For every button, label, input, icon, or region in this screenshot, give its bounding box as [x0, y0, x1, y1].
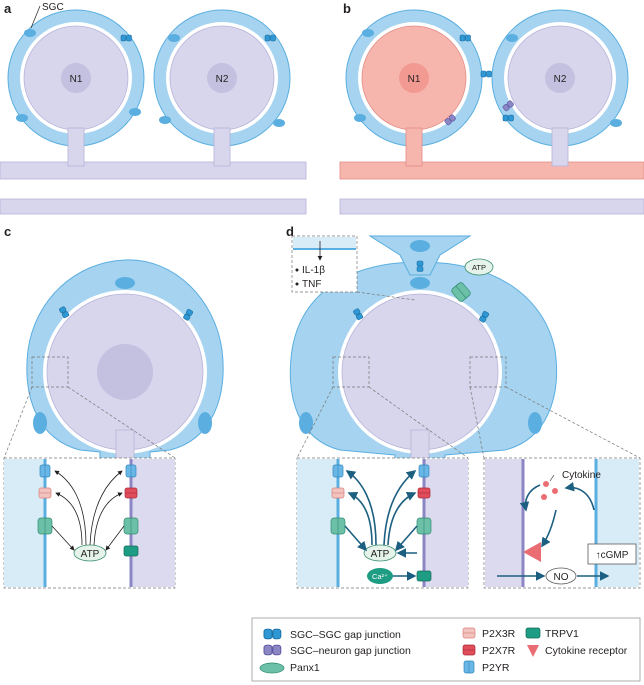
cytokine-label: Cytokine — [562, 470, 601, 481]
axon-band-bottom — [0, 198, 307, 215]
c-atp-label: ATP — [81, 549, 100, 560]
legend-item-p2x7r: P2X7R — [462, 644, 516, 657]
legend: SGC–SGC gap junction SGC–neuron gap junc… — [251, 617, 641, 682]
axon-band-top — [0, 161, 307, 180]
n2-label: N2 — [216, 74, 229, 85]
d-atp-label: ATP — [371, 549, 390, 560]
legend-item-panx1: Panx1 — [259, 662, 320, 674]
legend-item-p2x3r: P2X3R — [462, 627, 516, 640]
legend-item-sgc-sgc-gap-junction: SGC–SGC gap junction — [263, 628, 401, 641]
cytokine-inset: IL-1β TNF — [291, 235, 358, 293]
svg-text:Cytokine receptor: Cytokine receptor — [545, 645, 628, 657]
panel-d-inset-2: Cytokine NO ↑cGMP — [483, 457, 641, 589]
panel-a-label: a — [4, 1, 12, 16]
svg-text:TRPV1: TRPV1 — [545, 628, 579, 640]
panel-b-label: b — [343, 1, 351, 16]
d-atp-release-label: ATP — [472, 263, 486, 272]
b-n2-label: N2 — [554, 74, 567, 85]
nucleus — [61, 63, 91, 93]
legend-item-trpv1: TRPV1 — [525, 627, 579, 640]
neuron-2b: N2 — [491, 9, 629, 167]
panel-b: b N1 N2 — [339, 1, 644, 215]
svg-text:Panx1: Panx1 — [290, 662, 320, 674]
n1-label: N1 — [70, 74, 83, 85]
active-neuron-1: N1 — [345, 9, 483, 167]
inset-item-1: IL-1β — [302, 265, 325, 276]
svg-text:P2X7R: P2X7R — [482, 645, 516, 657]
svg-text:SGC–SGC gap junction: SGC–SGC gap junction — [290, 629, 401, 641]
panel-a: a N1 N2 SGC — [0, 1, 307, 215]
cytokine-receptor-icon — [523, 542, 541, 562]
panel-c-label: c — [4, 224, 11, 239]
inset-item-2: TNF — [302, 279, 321, 290]
b-n1-label: N1 — [408, 74, 421, 85]
panel-d-label: d — [286, 224, 294, 239]
cgmp-label: ↑cGMP — [596, 550, 629, 561]
no-label: NO — [554, 572, 569, 583]
calcium-label: Ca²⁺ — [372, 572, 388, 581]
panel-c: c ATP — [3, 224, 224, 589]
svg-text:P2YR: P2YR — [482, 662, 510, 674]
panel-d-inset-1: ATP Ca²⁺ — [296, 457, 469, 589]
panel-d: d ATP IL-1β TNF — [286, 224, 641, 589]
panel-c-inset: ATP — [3, 457, 176, 589]
legend-item-sgc-neuron-gap-junction: SGC–neuron gap junction — [263, 644, 411, 657]
legend-item-p2yr: P2YR — [463, 660, 510, 674]
sgc-label: SGC — [42, 2, 64, 13]
svg-text:SGC–neuron gap junction: SGC–neuron gap junction — [290, 645, 411, 657]
neuron-2: N2 — [153, 9, 291, 167]
svg-text:P2X3R: P2X3R — [482, 628, 516, 640]
legend-item-cytokine-receptor: Cytokine receptor — [527, 645, 628, 657]
neuron-1: N1 — [7, 9, 145, 167]
